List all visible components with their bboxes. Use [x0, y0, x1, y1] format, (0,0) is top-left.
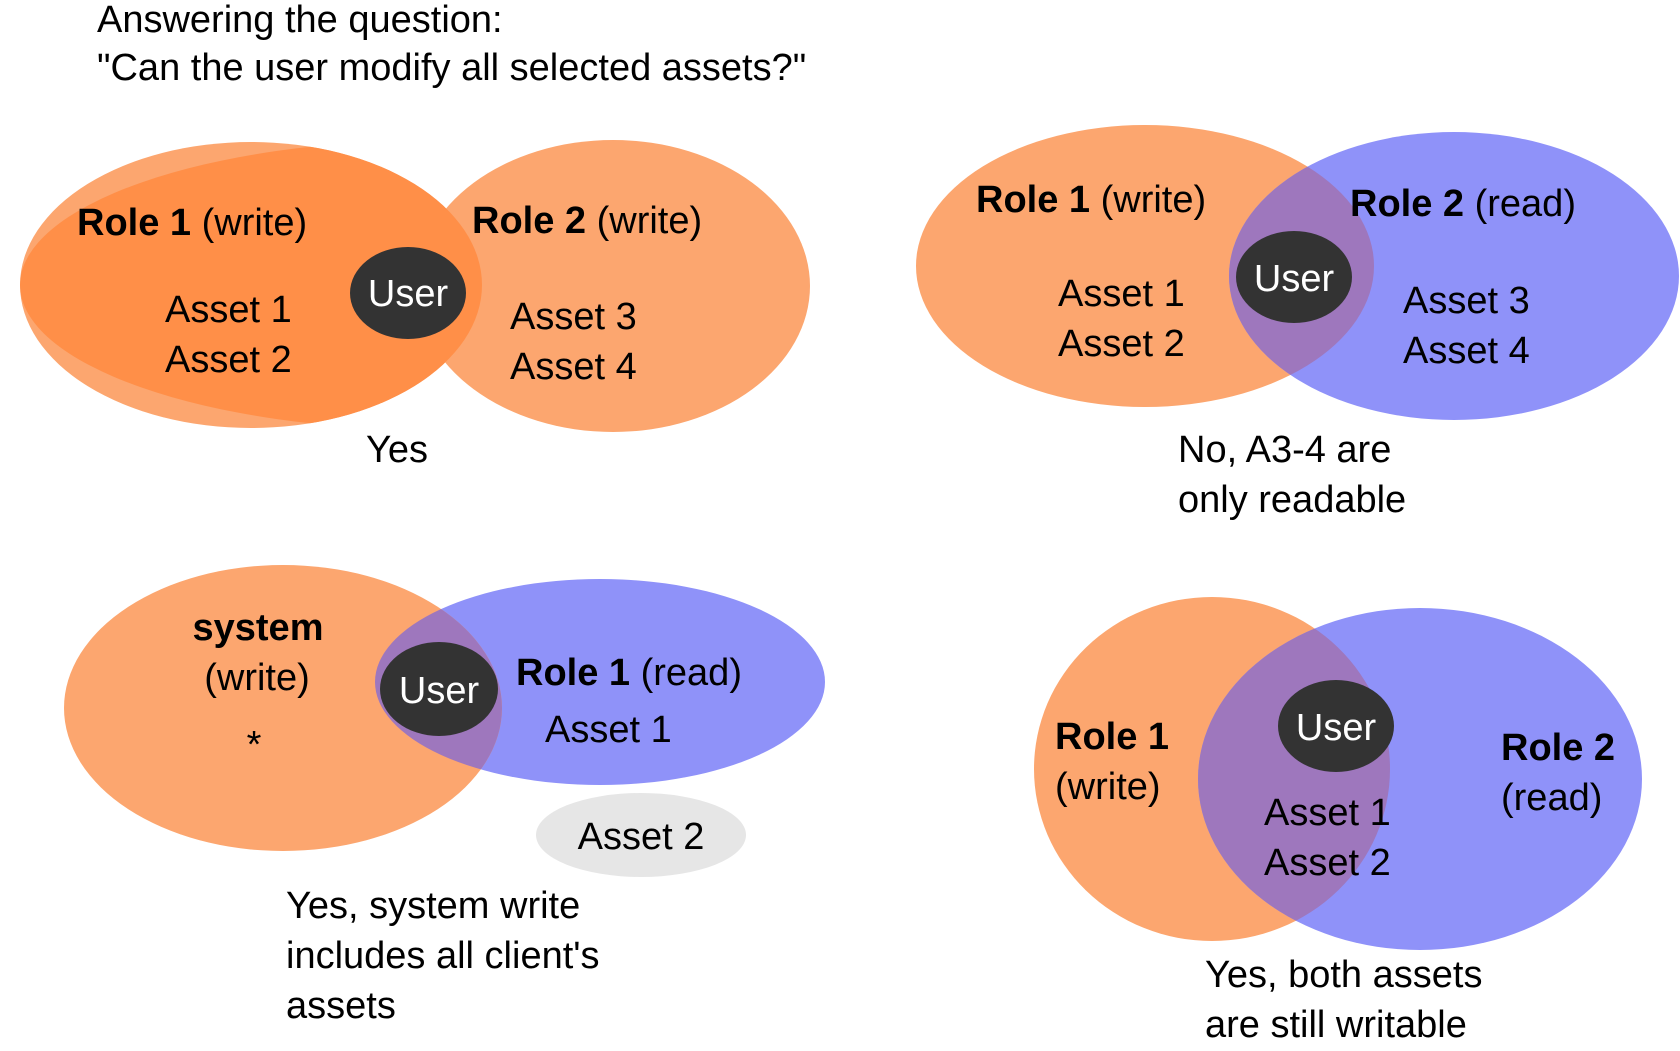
role-1-permission: (write) — [1055, 766, 1161, 808]
answer-text: includes all client's — [286, 935, 600, 977]
unassigned-asset-ellipse — [536, 793, 746, 877]
user-label: User — [399, 670, 480, 712]
answer-text: Yes — [366, 429, 428, 471]
asset-label: Asset 2 — [165, 339, 292, 381]
user-label: User — [1296, 707, 1377, 749]
system-scope-wildcard: * — [247, 724, 262, 766]
asset-label: Asset 1 — [1264, 792, 1391, 834]
answer-text: are still writable — [1205, 1004, 1467, 1046]
system-role-permission: (write) — [204, 657, 310, 699]
role-1-label: Role 1 (read) — [516, 652, 742, 694]
asset-label: Asset 3 — [1403, 280, 1530, 322]
role-name: Role 2 — [472, 200, 586, 242]
role-2-label: Role 2 (read) — [1350, 183, 1576, 225]
role-2-label: Role 2 (write) — [472, 200, 702, 242]
system-role-name: system — [193, 607, 324, 649]
header-line-1: Answering the question: — [97, 0, 503, 41]
role-permission: (write) — [1101, 179, 1207, 221]
asset-label: Asset 4 — [510, 346, 637, 388]
answer-text: only readable — [1178, 479, 1406, 521]
scenario-3: User system (write) * Role 1 (read) Asse… — [64, 565, 825, 1027]
role-name: Role 1 — [516, 652, 630, 694]
role-permission: (read) — [641, 652, 742, 694]
scenario-1: User Role 1 (write) Role 2 (write) Asset… — [20, 140, 810, 471]
role-name: Role 1 — [77, 202, 191, 244]
answer-text: Yes, system write — [286, 885, 580, 927]
header-line-2: "Can the user modify all selected assets… — [97, 47, 806, 89]
answer-text: assets — [286, 985, 396, 1027]
answer-text: Yes, both assets — [1205, 954, 1482, 996]
role-1-label: Role 1 (write) — [976, 179, 1206, 221]
user-label: User — [1254, 258, 1335, 300]
scenario-4: User Role 1 (write) Role 2 (read) Asset … — [1034, 597, 1642, 1046]
role-permission: (write) — [202, 202, 308, 244]
user-label: User — [368, 273, 449, 315]
asset-label: Asset 1 — [165, 289, 292, 331]
role-2-permission: (read) — [1501, 777, 1602, 819]
role-permission: (read) — [1475, 183, 1576, 225]
role-2-write-ellipse — [416, 140, 810, 432]
asset-label: Asset 2 — [1058, 323, 1185, 365]
asset-label: Asset 4 — [1403, 330, 1530, 372]
write-overlap-region — [20, 142, 482, 428]
role-2-name: Role 2 — [1501, 727, 1615, 769]
asset-label: Asset 1 — [545, 709, 672, 751]
system-write-ellipse — [64, 565, 502, 851]
role-1-name: Role 1 — [1055, 716, 1169, 758]
role-1-label: Role 1 (write) — [77, 202, 307, 244]
unassigned-asset-label: Asset 2 — [578, 816, 705, 858]
user-node — [350, 247, 466, 339]
asset-label: Asset 2 — [1264, 842, 1391, 884]
user-node — [380, 642, 498, 736]
answer-text: No, A3-4 are — [1178, 429, 1391, 471]
role-name: Role 1 — [976, 179, 1090, 221]
asset-label: Asset 3 — [510, 296, 637, 338]
user-node — [1236, 231, 1352, 323]
user-node — [1278, 680, 1394, 772]
scenario-2: User Role 1 (write) Role 2 (read) Asset … — [916, 125, 1679, 521]
role-permission: (write) — [597, 200, 703, 242]
asset-label: Asset 1 — [1058, 273, 1185, 315]
role-name: Role 2 — [1350, 183, 1464, 225]
